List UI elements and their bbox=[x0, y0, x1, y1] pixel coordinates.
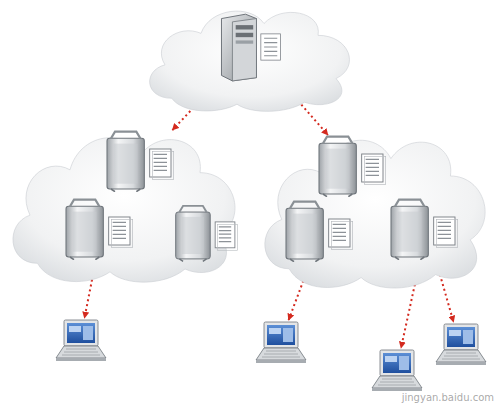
client-laptop bbox=[432, 322, 488, 368]
server-icon bbox=[103, 130, 183, 192]
network-cloud bbox=[252, 118, 500, 292]
server-icon bbox=[387, 198, 467, 260]
laptop-icon bbox=[432, 322, 488, 368]
server-node bbox=[172, 203, 246, 263]
server-icon bbox=[282, 200, 362, 262]
server-node bbox=[103, 130, 183, 192]
network-cloud bbox=[138, 0, 363, 114]
network-cloud bbox=[0, 116, 250, 286]
laptop-icon bbox=[52, 318, 108, 364]
server-icon bbox=[62, 198, 142, 260]
main-server-node bbox=[212, 12, 290, 82]
client-laptop bbox=[368, 348, 424, 394]
laptop-icon bbox=[252, 320, 308, 366]
client-laptop bbox=[52, 318, 108, 364]
laptop-icon bbox=[368, 348, 424, 394]
server-tower-icon bbox=[212, 12, 290, 82]
watermark: jingyan.baidu.com bbox=[402, 392, 494, 403]
server-node bbox=[282, 200, 362, 262]
server-icon bbox=[315, 135, 395, 197]
server-node bbox=[315, 135, 395, 197]
cloud-shape bbox=[252, 118, 500, 292]
server-icon bbox=[172, 203, 246, 263]
client-laptop bbox=[252, 320, 308, 366]
server-node bbox=[387, 198, 467, 260]
server-node bbox=[62, 198, 142, 260]
